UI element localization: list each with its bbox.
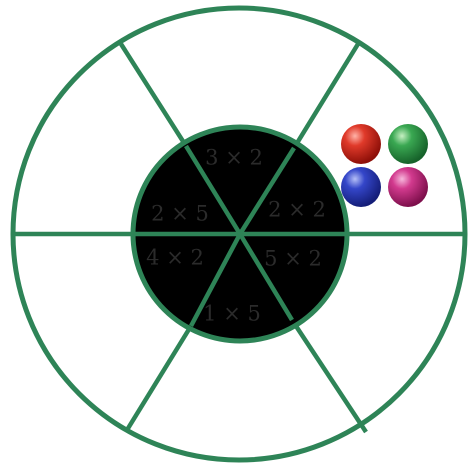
sector-label-lower-left: 4 × 2	[146, 246, 204, 270]
marble-green	[388, 124, 428, 164]
sector-label-upper-right: 2 × 2	[268, 198, 326, 222]
sector-label-lower-right: 5 × 2	[264, 247, 322, 271]
marble-blue	[341, 167, 381, 207]
marble-magenta	[388, 167, 428, 207]
sector-label-top: 3 × 2	[205, 146, 263, 170]
sector-label-bottom: 1 × 5	[203, 302, 261, 326]
sector-label-upper-left: 2 × 5	[151, 202, 209, 226]
marble-red	[341, 124, 381, 164]
